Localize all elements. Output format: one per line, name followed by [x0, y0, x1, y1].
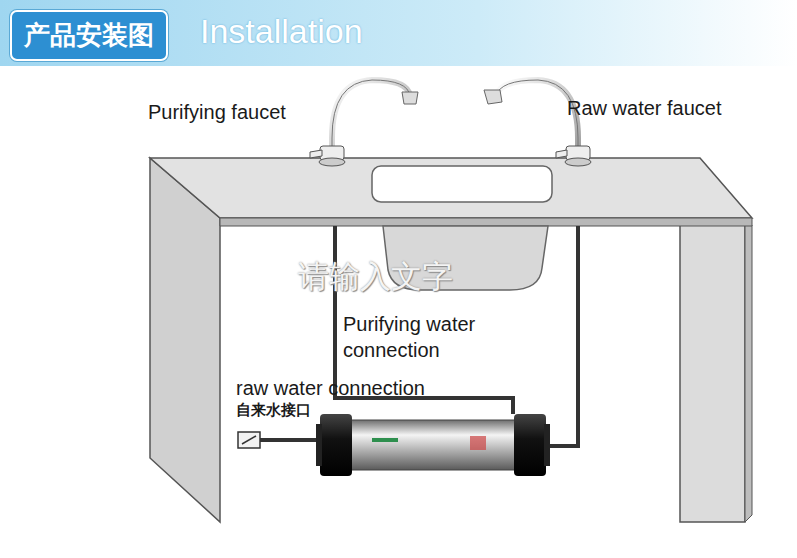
pipe-label: Purifying water connection: [343, 311, 523, 363]
countertop: [150, 158, 752, 218]
raw-water-pipe: [545, 226, 578, 446]
filter-housing: [345, 420, 520, 470]
filter-end-cap: [320, 414, 352, 476]
faucet-label: Purifying faucet: [148, 101, 286, 124]
left-cabinet-panel: [150, 158, 220, 522]
raw-water-faucet: [496, 80, 578, 158]
faucet-label: Raw water faucet: [567, 97, 722, 120]
right-cabinet-panel: [680, 225, 745, 522]
header-badge: 产品安装图: [10, 10, 168, 61]
pipe-label: raw water connection: [236, 377, 425, 400]
filter-end-cap: [514, 414, 546, 476]
inlet-label: 自来水接口: [236, 401, 311, 420]
sink-opening: [372, 166, 552, 202]
header-band: [0, 0, 797, 66]
watermark: 请输入文字: [298, 256, 453, 298]
header-title: Installation: [200, 12, 363, 51]
wall-inlet-valve: [238, 432, 260, 448]
badge-text: 产品安装图: [24, 18, 154, 53]
inlet-pipe: [258, 438, 322, 442]
purifying-faucet: [332, 80, 410, 158]
